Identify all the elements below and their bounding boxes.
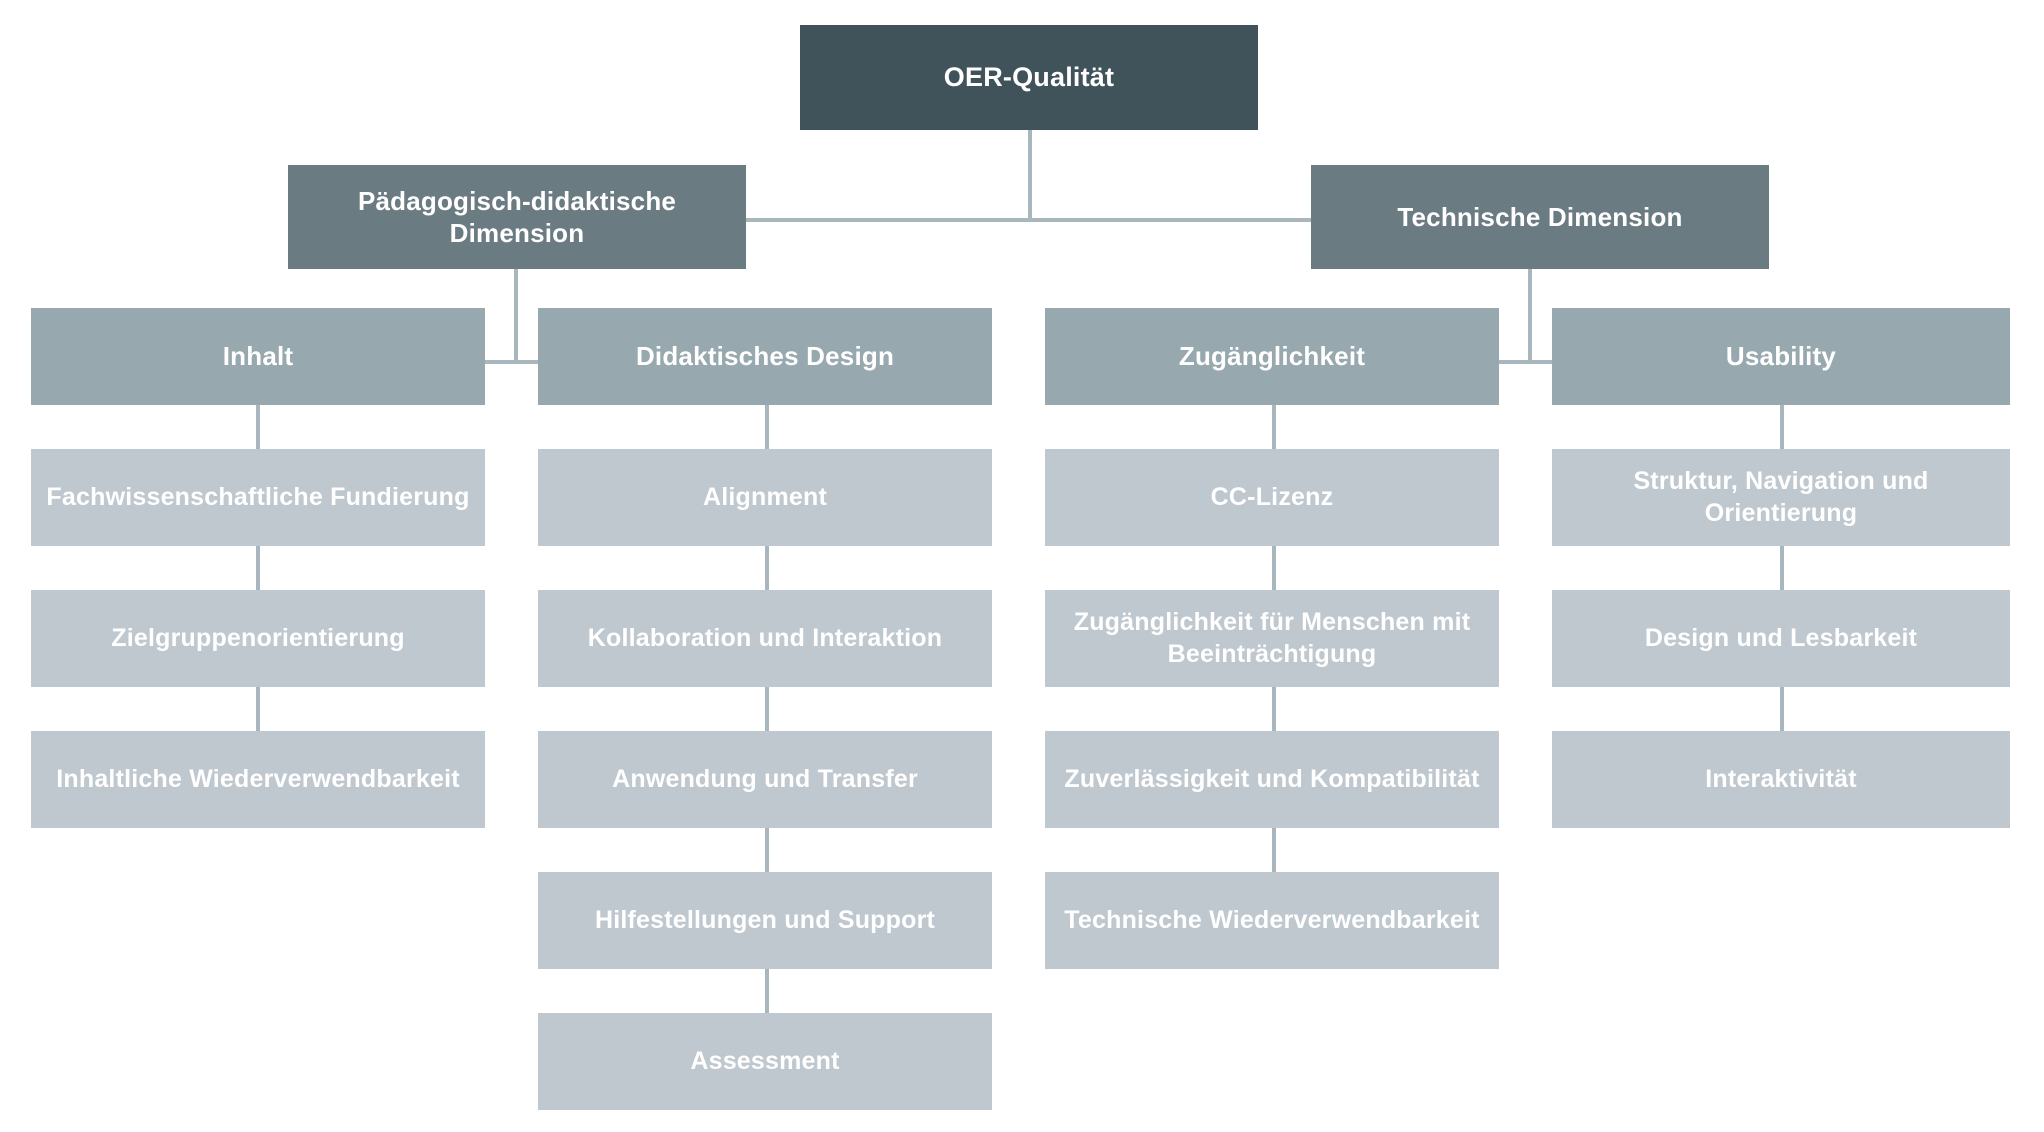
connector-col2-spine-1 [765,405,769,449]
node-item-cc-lizenz[interactable]: CC-Lizenz [1045,449,1499,546]
connector-col4-spine-3 [1780,687,1784,731]
connector-col3-spine-2 [1272,546,1276,590]
node-category-zugaenglichkeit[interactable]: Zugänglichkeit [1045,308,1499,405]
node-item-anwendung-und-transfer[interactable]: Anwendung und Transfer [538,731,992,828]
connector-paedagogisch-vertical [514,268,518,364]
connector-col1-spine-1 [256,405,260,449]
connector-col4-spine-2 [1780,546,1784,590]
connector-col1-spine-3 [256,687,260,731]
node-dimension-technische[interactable]: Technische Dimension [1311,165,1769,269]
node-item-kollaboration-und-interaktion[interactable]: Kollaboration und Interaktion [538,590,992,687]
connector-col4-spine-1 [1780,405,1784,449]
node-root-oer-qualitaet[interactable]: OER-Qualität [800,25,1258,130]
node-item-struktur-navigation-und-orientierung[interactable]: Struktur, Navigation und Orientierung [1552,449,2010,546]
node-item-inhaltliche-wiederverwendbarkeit[interactable]: Inhaltliche Wiederverwendbarkeit [31,731,485,828]
connector-technische-category-bus [1272,360,1784,364]
node-item-zielgruppenorientierung[interactable]: Zielgruppenorientierung [31,590,485,687]
node-item-design-und-lesbarkeit[interactable]: Design und Lesbarkeit [1552,590,2010,687]
connector-col3-spine-4 [1272,828,1276,872]
connector-root-vertical [1028,130,1032,220]
node-category-inhalt[interactable]: Inhalt [31,308,485,405]
node-item-technische-wiederverwendbarkeit[interactable]: Technische Wiederverwendbarkeit [1045,872,1499,969]
connector-col2-spine-5 [765,969,769,1013]
connector-col2-spine-4 [765,828,769,872]
connector-col3-spine-3 [1272,687,1276,731]
node-item-zuverlaessigkeit-und-kompatibilitaet[interactable]: Zuverlässigkeit und Kompatibilität [1045,731,1499,828]
connector-paedagogisch-category-bus [258,360,770,364]
connector-col2-spine-2 [765,546,769,590]
node-category-didaktisches-design[interactable]: Didaktisches Design [538,308,992,405]
connector-col1-spine-2 [256,546,260,590]
node-item-alignment[interactable]: Alignment [538,449,992,546]
node-item-zugaenglichkeit-fuer-menschen-mit-beeintraechtigung[interactable]: Zugänglichkeit für Menschen mit Beeinträ… [1045,590,1499,687]
connector-col2-spine-3 [765,687,769,731]
connector-col3-spine-1 [1272,405,1276,449]
node-item-interaktivitaet[interactable]: Interaktivität [1552,731,2010,828]
node-item-hilfestellungen-und-support[interactable]: Hilfestellungen und Support [538,872,992,969]
node-item-assessment[interactable]: Assessment [538,1013,992,1110]
node-dimension-paedagogisch-didaktische[interactable]: Pädagogisch-didaktische Dimension [288,165,746,269]
connector-dimension-bus [745,218,1312,222]
connector-technische-vertical [1528,268,1532,364]
node-category-usability[interactable]: Usability [1552,308,2010,405]
node-item-fachwissenschaftliche-fundierung[interactable]: Fachwissenschaftliche Fundierung [31,449,485,546]
